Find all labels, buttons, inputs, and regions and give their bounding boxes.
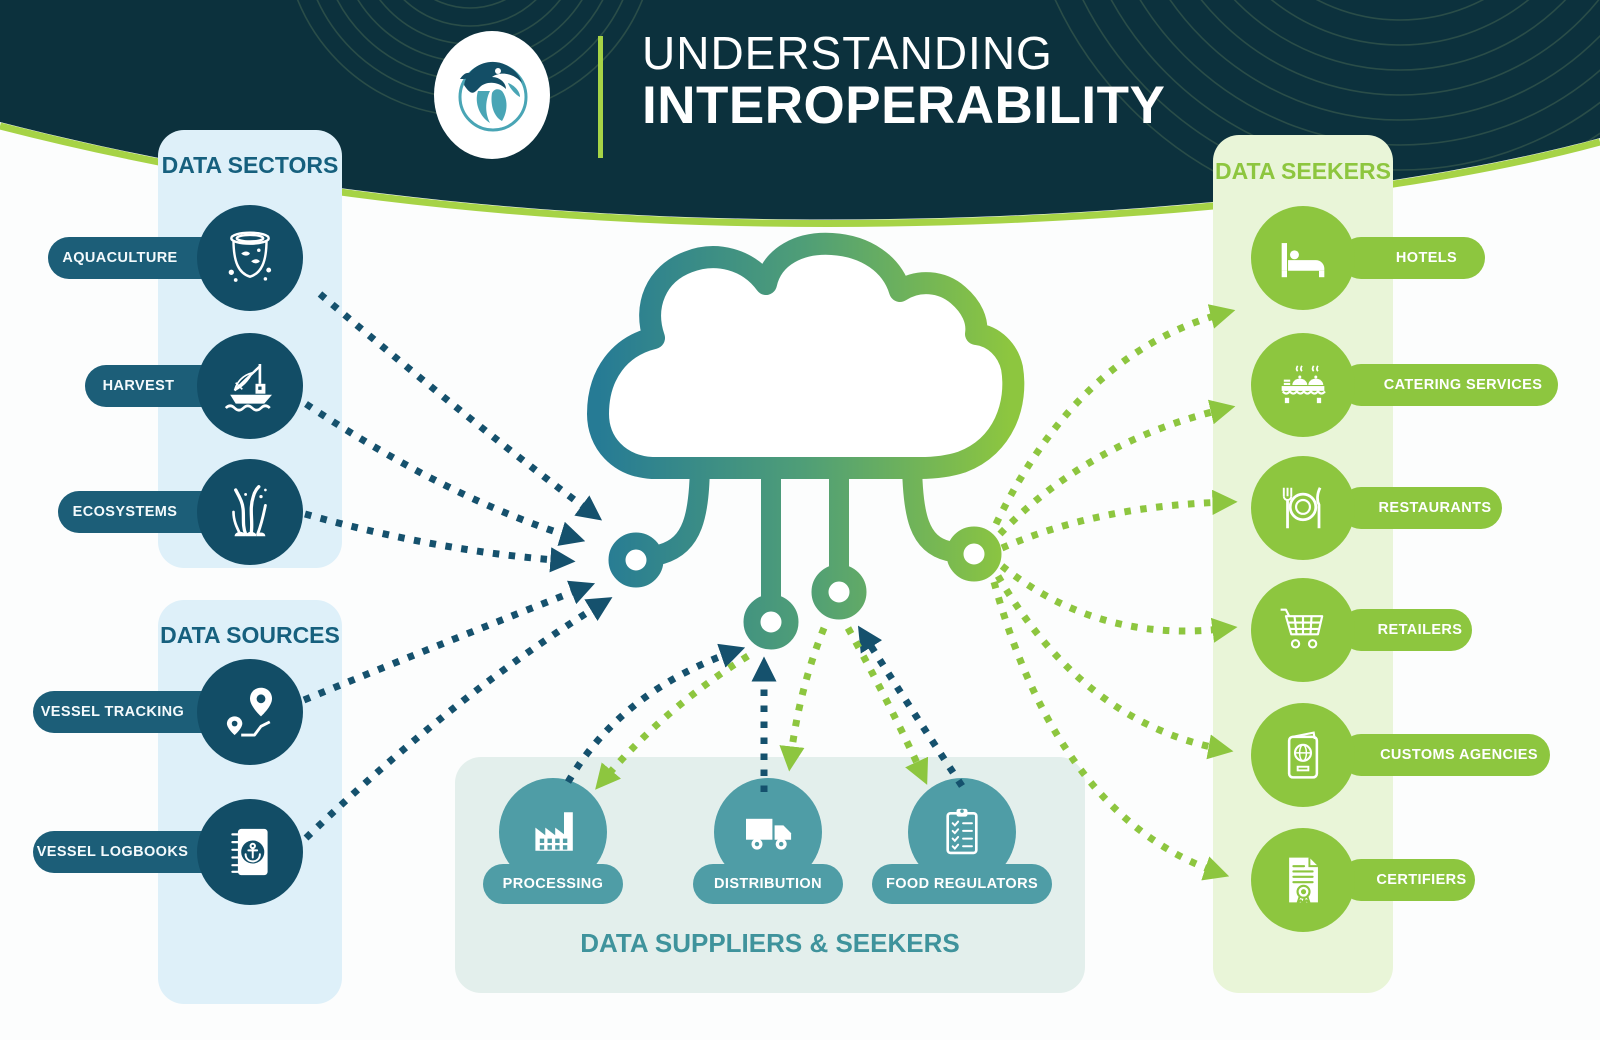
arrow-cloud-to-retailers xyxy=(999,563,1238,643)
ecosystems-label: ECOSYSTEMS xyxy=(72,504,178,520)
vessel-logbooks-circle xyxy=(197,799,303,905)
arrow-vessel-tracking-to-cloud xyxy=(302,580,596,704)
hotels-circle xyxy=(1251,206,1355,310)
harvest-circle xyxy=(197,333,303,439)
header-wave-banner xyxy=(0,0,1600,227)
shopping-cart-icon xyxy=(1280,608,1324,649)
cloud-circuit-legs xyxy=(652,448,958,608)
arrow-ecosystems-to-cloud xyxy=(304,510,576,573)
catering-services-circle xyxy=(1251,333,1355,437)
fishing-trawler-icon xyxy=(224,364,272,412)
arrow-cloud-to-catering xyxy=(997,399,1236,537)
customs-agencies-circle xyxy=(1251,703,1355,807)
globe-fish-icon xyxy=(458,61,528,132)
bed-icon xyxy=(1281,243,1325,278)
catering-services-label: CATERING SERVICES xyxy=(1383,377,1543,393)
retailers-circle xyxy=(1251,578,1355,682)
harvest-label: HARVEST xyxy=(102,378,175,394)
hotels-label-pill: HOTELS xyxy=(1340,237,1485,279)
retailers-label: RETAILERS xyxy=(1377,622,1463,638)
processing-label-pill: PROCESSING xyxy=(483,864,623,904)
route-pins-icon xyxy=(226,687,272,737)
cloud-leg-right xyxy=(902,448,958,561)
arrow-cloud-to-distribution xyxy=(779,626,828,772)
node-left xyxy=(608,532,664,588)
restaurants-label-pill: RESTAURANTS xyxy=(1340,487,1502,529)
vessel-tracking-label: VESSEL TRACKING xyxy=(40,704,185,720)
hotels-label: HOTELS xyxy=(1395,250,1458,266)
food-regulators-label: FOOD REGULATORS xyxy=(885,876,1039,892)
certifiers-label: CERTIFIERS xyxy=(1376,872,1467,888)
restaurants-circle xyxy=(1251,456,1355,560)
title-divider-line xyxy=(598,36,603,158)
cloud-circuit-nodes xyxy=(608,526,1002,650)
arrow-harvest-to-cloud xyxy=(304,401,586,546)
clipboard-checklist-icon xyxy=(946,808,978,855)
customs-agencies-label: CUSTOMS AGENCIES xyxy=(1380,747,1538,763)
cloud-leg-left xyxy=(652,448,710,564)
distribution-label: DISTRIBUTION xyxy=(714,876,822,892)
aquaculture-label: AQUACULTURE xyxy=(62,250,178,266)
ecosystems-circle xyxy=(197,459,303,565)
data-suppliers-seekers-heading: DATA SUPPLIERS & SEEKERS xyxy=(580,928,960,958)
retailers-label-pill: RETAILERS xyxy=(1340,609,1472,651)
data-sources-heading: DATA SOURCES xyxy=(160,622,340,648)
restaurants-label: RESTAURANTS xyxy=(1378,500,1492,516)
food-regulators-label-pill: FOOD REGULATORS xyxy=(872,864,1052,904)
arrow-cloud-to-restaurants xyxy=(1000,489,1238,552)
certifiers-label-pill: CERTIFIERS xyxy=(1340,859,1475,901)
aquaculture-circle xyxy=(197,205,303,311)
arrow-cloud-to-food-regulators xyxy=(844,626,929,785)
node-right xyxy=(946,526,1002,582)
processing-label: PROCESSING xyxy=(502,876,604,892)
anchor-notebook-icon xyxy=(231,828,268,876)
vessel-tracking-circle xyxy=(197,659,303,765)
page-title: UNDERSTANDING INTEROPERABILITY xyxy=(642,27,1166,135)
arrow-cloud-to-hotels xyxy=(992,304,1236,526)
seaweed-icon xyxy=(232,485,267,537)
title-line-2: INTEROPERABILITY xyxy=(642,75,1166,135)
header-band xyxy=(0,0,1600,220)
certifiers-circle xyxy=(1251,828,1355,932)
truck-icon xyxy=(746,818,792,850)
fish-cage-icon xyxy=(228,231,272,282)
buffet-table-icon xyxy=(1281,365,1326,404)
cloud-outline xyxy=(587,232,1025,479)
data-sectors-heading: DATA SECTORS xyxy=(161,152,339,178)
node-mid-left xyxy=(743,594,799,650)
title-line-1: UNDERSTANDING xyxy=(642,27,1053,79)
data-seekers-heading: DATA SEEKERS xyxy=(1215,158,1391,184)
vessel-logbooks-label: VESSEL LOGBOOKS xyxy=(36,844,189,860)
factory-icon xyxy=(535,812,573,851)
certificate-icon xyxy=(1289,857,1318,905)
passport-icon xyxy=(1287,731,1319,779)
arrow-aquaculture-to-cloud xyxy=(317,291,603,521)
plate-cutlery-icon xyxy=(1282,487,1322,529)
node-mid-right xyxy=(811,564,867,620)
arrow-cloud-to-customs xyxy=(994,574,1234,760)
distribution-label-pill: DISTRIBUTION xyxy=(693,864,843,904)
customs-agencies-label-pill: CUSTOMS AGENCIES xyxy=(1340,734,1550,776)
catering-services-label-pill: CATERING SERVICES xyxy=(1340,364,1558,406)
organization-logo xyxy=(434,31,550,159)
